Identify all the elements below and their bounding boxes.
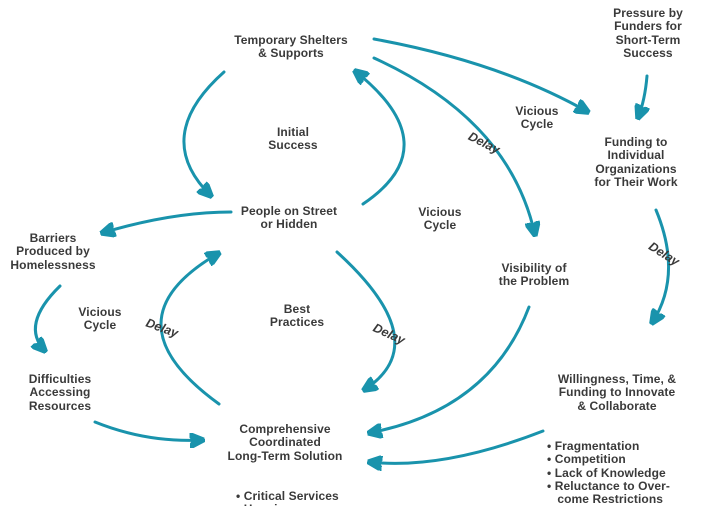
arrow-difficulties-to-solution bbox=[93, 420, 203, 440]
arrow-visibility-to-solution bbox=[369, 305, 531, 433]
loop-label-vicious-cycle-middle: Vicious Cycle bbox=[418, 205, 462, 233]
arrow-solution-to-people bbox=[159, 253, 219, 406]
node-temporary-shelters: Temporary Shelters & Supports bbox=[234, 33, 348, 61]
node-pressure-by-funders: Pressure by Funders for Short-Term Succe… bbox=[613, 6, 683, 61]
arrow-shelters-to-funding bbox=[372, 37, 588, 112]
comprehensive-solution-title: Comprehensive Coordinated Long-Term Solu… bbox=[227, 421, 343, 463]
loop-label-initial-success: Initial Success bbox=[268, 125, 318, 153]
comprehensive-solution-bullets: • Critical Services • Housing • Jobs bbox=[236, 488, 339, 506]
arrow-barriers-to-difficulties bbox=[35, 284, 62, 351]
node-visibility: Visibility of the Problem bbox=[498, 261, 570, 289]
loop-label-vicious-cycle-top-right: Vicious Cycle bbox=[515, 104, 559, 132]
arrow-shelters-to-people bbox=[182, 70, 226, 196]
arrow-funding-to-willingness bbox=[652, 208, 670, 323]
loop-label-vicious-cycle-left: Vicious Cycle bbox=[78, 305, 122, 333]
arrow-shelters-to-visibility bbox=[372, 56, 535, 235]
loop-label-best-practices: Best Practices bbox=[269, 302, 325, 330]
node-willingness: Willingness, Time, & Funding to Innovate… bbox=[544, 346, 690, 506]
node-difficulties: Difficulties Accessing Resources bbox=[28, 372, 92, 413]
willingness-title: Willingness, Time, & Funding to Innovate… bbox=[557, 371, 677, 413]
node-barriers: Barriers Produced by Homelessness bbox=[10, 231, 96, 272]
willingness-bullets: • Fragmentation • Competition • Lack of … bbox=[547, 438, 671, 506]
node-comprehensive-solution: Comprehensive Coordinated Long-Term Solu… bbox=[208, 396, 362, 506]
node-people-on-street: People on Street or Hidden bbox=[240, 204, 338, 232]
arrow-people-to-barriers bbox=[102, 210, 233, 233]
arrow-pressure-to-funding bbox=[638, 74, 647, 118]
arrow-people-to-shelters bbox=[355, 71, 406, 206]
arrow-willingness-to-solution bbox=[369, 429, 545, 463]
node-funding-individual-organizations: Funding to Individual Organizations for … bbox=[594, 135, 678, 190]
arrow-people-to-solution bbox=[335, 250, 397, 390]
